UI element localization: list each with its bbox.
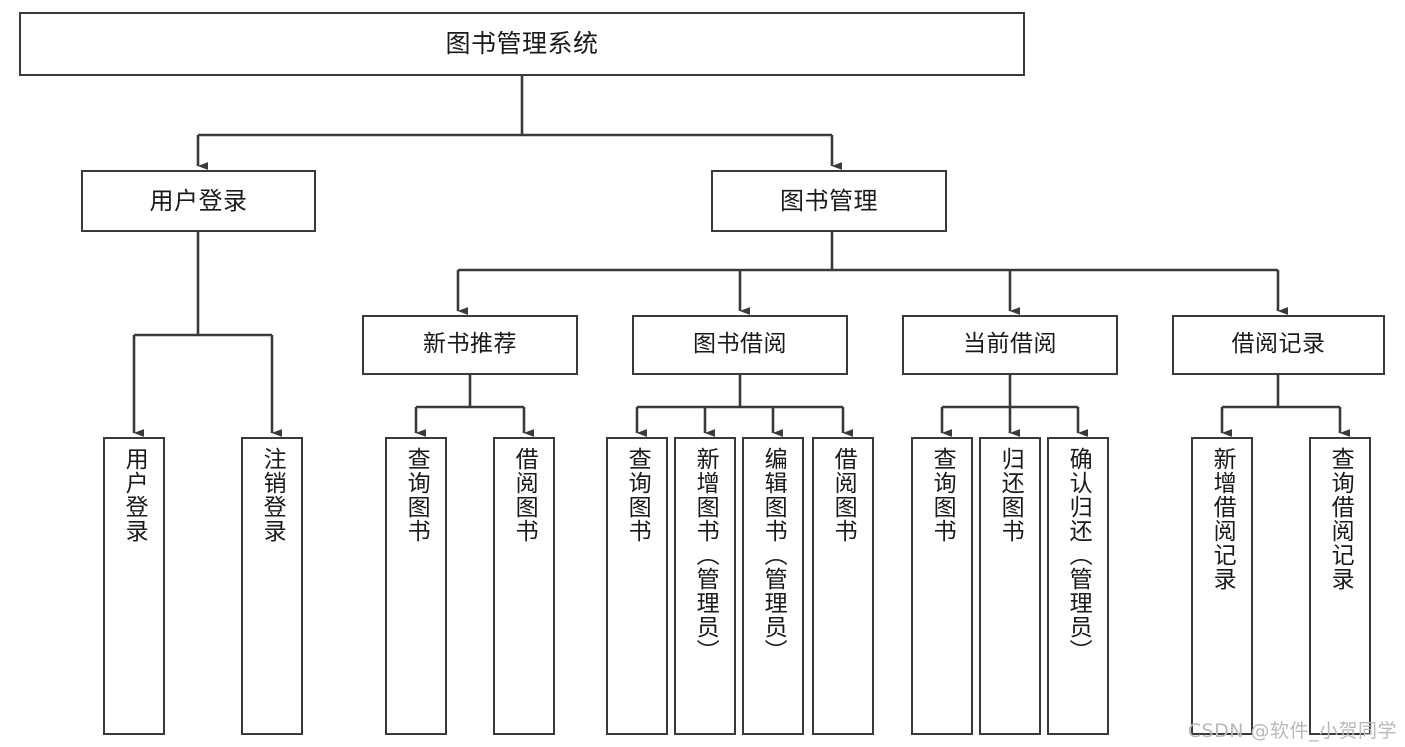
node-label: 查询借阅记录 — [1327, 447, 1354, 591]
node-label: 新增借阅记录 — [1209, 447, 1236, 591]
node-label: 借阅图书 — [830, 447, 857, 543]
node-borrow-record[interactable]: 借阅记录 — [1172, 315, 1385, 375]
node-leaf-query-book-3[interactable]: 查询图书 — [911, 437, 973, 735]
node-leaf-return-book[interactable]: 归还图书 — [979, 437, 1041, 735]
node-leaf-add-book[interactable]: 新增图书（管理员） — [674, 437, 736, 735]
node-leaf-query-book-1[interactable]: 查询图书 — [385, 437, 447, 735]
node-label: 当前借阅 — [963, 331, 1057, 358]
node-current-borrow[interactable]: 当前借阅 — [902, 315, 1118, 375]
node-label: 图书管理系统 — [445, 29, 599, 59]
node-label: 注销登录 — [259, 447, 286, 543]
node-leaf-add-record[interactable]: 新增借阅记录 — [1191, 437, 1253, 735]
node-label: 用户登录 — [149, 186, 248, 215]
node-label: 新增图书（管理员） — [692, 447, 719, 663]
node-label: 借阅图书 — [511, 447, 538, 543]
node-book-management[interactable]: 图书管理 — [711, 170, 947, 232]
node-leaf-logout[interactable]: 注销登录 — [241, 437, 303, 735]
node-label: 借阅记录 — [1231, 331, 1326, 358]
node-new-book-recommend[interactable]: 新书推荐 — [362, 315, 578, 375]
node-leaf-query-record[interactable]: 查询借阅记录 — [1309, 437, 1371, 735]
node-root-system[interactable]: 图书管理系统 — [19, 12, 1025, 76]
node-label: 归还图书 — [997, 447, 1024, 543]
node-label: 确认归还（管理员） — [1065, 447, 1092, 663]
node-label: 新书推荐 — [423, 331, 517, 358]
node-label: 查询图书 — [929, 447, 956, 543]
node-label: 查询图书 — [624, 447, 651, 543]
node-label: 用户登录 — [121, 447, 148, 543]
node-label: 编辑图书（管理员） — [760, 447, 787, 663]
node-user-login[interactable]: 用户登录 — [81, 170, 316, 232]
node-leaf-confirm-return[interactable]: 确认归还（管理员） — [1047, 437, 1109, 735]
node-label: 图书借阅 — [693, 331, 787, 358]
node-book-borrow[interactable]: 图书借阅 — [632, 315, 848, 375]
node-leaf-borrow-book-1[interactable]: 借阅图书 — [493, 437, 555, 735]
node-leaf-query-book-2[interactable]: 查询图书 — [606, 437, 668, 735]
csdn-watermark: CSDN @软件_小贺同学 — [1187, 720, 1397, 742]
node-leaf-user-login[interactable]: 用户登录 — [103, 437, 165, 735]
node-leaf-borrow-book-2[interactable]: 借阅图书 — [812, 437, 874, 735]
node-leaf-edit-book[interactable]: 编辑图书（管理员） — [742, 437, 804, 735]
node-label: 图书管理 — [780, 186, 878, 215]
node-label: 查询图书 — [403, 447, 430, 543]
